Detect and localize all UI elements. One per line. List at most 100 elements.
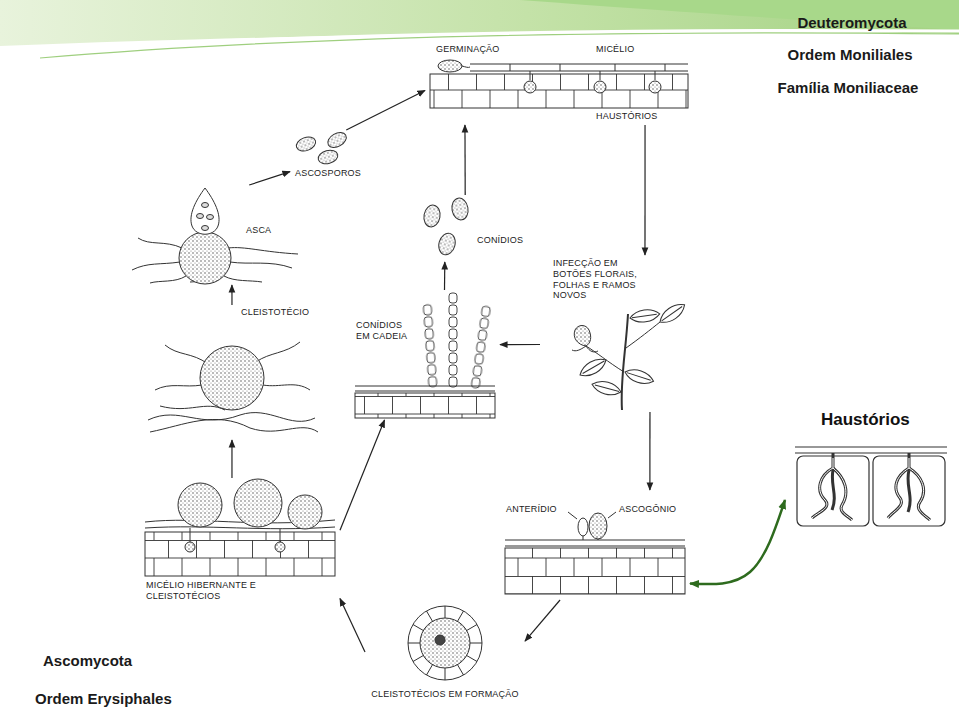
leaf-cells xyxy=(430,74,688,108)
hypha xyxy=(505,540,685,546)
asca-drawing xyxy=(132,188,298,284)
haustorium-lobe xyxy=(888,453,909,518)
ascogonium xyxy=(589,513,607,539)
conidium xyxy=(450,197,470,221)
haustorium-neck xyxy=(190,528,280,542)
ascospore xyxy=(317,148,340,166)
flower-bud xyxy=(574,326,590,347)
appendage xyxy=(256,342,300,362)
stem xyxy=(622,314,628,410)
haustorium-neck xyxy=(530,71,655,80)
ascospore xyxy=(207,215,214,220)
sepal xyxy=(572,346,598,352)
stage-label: HAUSTÓRIOS xyxy=(595,111,659,122)
overwintering-drawing xyxy=(145,479,335,576)
appendage xyxy=(150,276,186,283)
haustorium-core xyxy=(812,458,930,520)
haustorium-lobe xyxy=(832,470,834,510)
nucleus xyxy=(435,635,445,645)
ascospore xyxy=(202,203,209,208)
infection-stage: INFECÇÃO EM BOTÕES FLORAIS, FOLHAS E RAM… xyxy=(540,255,690,412)
header-wedge xyxy=(520,0,959,30)
haustorium-lobe xyxy=(812,453,833,518)
hyphae xyxy=(160,406,225,410)
hyphae xyxy=(148,413,315,422)
appendage xyxy=(228,248,298,254)
ascus-stage: ASCA xyxy=(125,185,305,285)
haustorium xyxy=(185,542,195,552)
inner-wall xyxy=(420,618,470,668)
taxon-label: Deuteromycota xyxy=(797,14,906,31)
ascospores-stage: ASCOSPOROS xyxy=(290,130,365,182)
cleistothecium xyxy=(200,346,264,410)
conidia-chain-drawing xyxy=(355,292,495,418)
appendage xyxy=(155,385,202,390)
stage-label: GERMINAÇÃO xyxy=(435,44,501,55)
leaf xyxy=(623,366,655,387)
ascospores-drawing xyxy=(294,129,349,165)
cycle-arrow xyxy=(649,412,650,490)
haustorium-lobe xyxy=(908,470,910,512)
conidia-stage: CONÍDIOS xyxy=(410,195,530,262)
haustoria-inset: Haustórios xyxy=(785,410,955,535)
overwintering-stage: MICÉLIO HIBERNANTE E CLEISTOTÉCIOS xyxy=(140,478,340,612)
stage-label: CLEISTOTÉCIO xyxy=(240,307,310,318)
stage-label: CONÍDIOS EM CADEIA xyxy=(355,320,419,342)
cycle-arrow xyxy=(231,285,232,305)
branch xyxy=(626,322,660,348)
leaf-cells xyxy=(505,548,685,594)
wall-cells xyxy=(408,606,482,680)
antheridium xyxy=(578,518,588,536)
cycle-arrow xyxy=(525,600,560,641)
ascospore xyxy=(197,214,204,219)
leaf xyxy=(577,355,609,380)
cycle-arrow xyxy=(249,172,290,185)
leaf-cells xyxy=(145,532,335,576)
cleistothecium xyxy=(178,483,222,527)
haustorium-lobe xyxy=(888,458,909,518)
cycle-arrow xyxy=(464,125,465,195)
forming-cleistothecium-stage: CLEISTOTÉCIOS EM FORMAÇÃO xyxy=(365,603,525,712)
stage-label: ASCA xyxy=(245,225,272,236)
stage-label: CLEISTOTÉCIOS EM FORMAÇÃO xyxy=(370,689,519,700)
leaf xyxy=(629,308,660,324)
conidium xyxy=(436,231,457,256)
conidia-chain xyxy=(470,305,492,390)
appendage xyxy=(230,262,292,268)
germination-drawing xyxy=(430,60,688,108)
hypha xyxy=(470,64,688,71)
haustorium xyxy=(649,81,661,93)
spore xyxy=(438,60,462,72)
appendage xyxy=(263,385,310,390)
haustorium-lobe xyxy=(833,468,852,520)
haustorium-lobe xyxy=(812,458,833,518)
stage-label: MICÉLIO HIBERNANTE E CLEISTOTÉCIOS xyxy=(145,580,277,602)
sexual-organs-stage: ANTERÍDIOASCOGÔNIO xyxy=(500,490,690,600)
cleistothecium-stage: CLEISTOTÉCIO xyxy=(140,305,320,440)
cycle-arrow xyxy=(444,262,445,290)
conidia-chain xyxy=(422,304,438,388)
conidia-chain xyxy=(448,292,458,388)
forming-cleistothecium-drawing xyxy=(408,606,482,680)
taxon-label: Ordem Moniliales xyxy=(787,46,912,63)
haustoria-inset xyxy=(795,447,947,526)
cleistothecium-drawing xyxy=(148,342,318,432)
leader-line xyxy=(568,512,616,519)
leaf xyxy=(590,378,622,397)
cycle-arrow xyxy=(231,440,232,478)
link-arrow xyxy=(690,500,785,584)
appendage xyxy=(132,262,180,270)
host-cell xyxy=(873,456,945,526)
conidium xyxy=(422,204,442,228)
hypha xyxy=(355,386,495,391)
conidia-drawing xyxy=(422,197,470,257)
ascospore xyxy=(202,226,209,231)
taxon-label: Ascomycota xyxy=(43,652,132,669)
cycle-arrow xyxy=(346,91,425,131)
haustorium xyxy=(594,81,606,93)
stage-label: ASCOSPOROS xyxy=(294,168,362,179)
appendage xyxy=(138,238,182,248)
haustorium-lobe xyxy=(833,468,852,520)
